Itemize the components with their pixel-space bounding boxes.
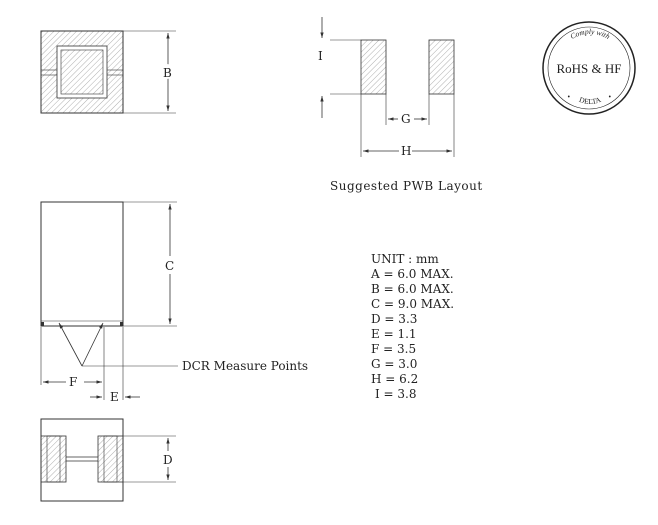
- dim-f-label: F: [69, 375, 77, 389]
- badge-main-text: RoHS & HF: [556, 61, 621, 76]
- spec-line-g: G = 3.0: [371, 357, 417, 371]
- spec-line-i: I = 3.8: [375, 387, 417, 401]
- spec-line-e: E = 1.1: [371, 327, 417, 341]
- pwb-caption: Suggested PWB Layout: [330, 179, 483, 193]
- spec-line-c: C = 9.0 MAX.: [371, 297, 454, 311]
- dimension-b: B B: [123, 30, 176, 114]
- rohs-hf-badge: Comply with RoHS & HF DELTA • •: [542, 21, 636, 115]
- dim-e-label: E: [110, 390, 119, 404]
- spec-line-f: F = 3.5: [371, 342, 416, 356]
- dim-h-label: H: [401, 144, 411, 158]
- dim-c-label: C: [165, 259, 174, 273]
- dim-g-label: G: [401, 112, 411, 126]
- dimension-c: C: [123, 201, 177, 327]
- pwb-layout: [360, 39, 455, 95]
- badge-star-right-icon: •: [608, 94, 612, 101]
- badge-star-left-icon: •: [567, 94, 571, 101]
- dim-d-label: D: [163, 453, 173, 467]
- dimension-i: I: [318, 17, 361, 118]
- dimension-f: F: [40, 327, 105, 400]
- top-view: [40, 30, 124, 114]
- spec-unit: UNIT : mm: [371, 252, 439, 266]
- dim-i-label: I: [318, 49, 323, 63]
- spec-line-b: B = 6.0 MAX.: [371, 282, 454, 296]
- spec-line-d: D = 3.3: [371, 312, 417, 326]
- specifications: UNIT : mm A = 6.0 MAX. B = 6.0 MAX. C = …: [370, 252, 454, 401]
- dimension-h: H: [360, 94, 455, 158]
- bottom-view: [40, 418, 124, 502]
- spec-line-a: A = 6.0 MAX.: [370, 267, 454, 281]
- badge-top-text: Comply with: [569, 27, 612, 41]
- dcr-measure-points: DCR Measure Points: [58, 322, 308, 373]
- dimension-e: E: [90, 327, 140, 404]
- dcr-label: DCR Measure Points: [182, 359, 308, 373]
- dimension-d: D: [123, 435, 176, 483]
- dim-b-label-text: B: [163, 66, 172, 80]
- spec-line-h: H = 6.2: [371, 372, 418, 386]
- side-view: [40, 201, 124, 327]
- dim-b-label: B: [162, 65, 171, 79]
- dimension-g: G: [385, 94, 430, 126]
- badge-bottom-text: DELTA: [578, 95, 603, 106]
